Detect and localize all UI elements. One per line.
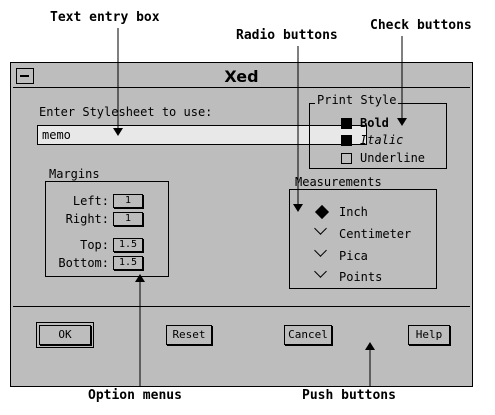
margin-right-label: Right: [65,212,109,226]
help-button[interactable]: Help [408,325,450,345]
radio-pica[interactable]: Pica [315,249,368,263]
radio-centimeter[interactable]: Centimeter [315,227,411,241]
callout-option-menus: Option menus [88,388,182,403]
margin-bottom-row: Bottom: 1.5 [49,256,143,270]
check-bold-label: Bold [360,116,389,130]
callout-push-buttons: Push buttons [302,388,396,403]
callout-radio-buttons: Radio buttons [236,28,338,43]
check-underline-label: Underline [360,151,426,165]
xed-dialog-window: Xed Enter Stylesheet to use: memo Print … [10,62,473,387]
stylesheet-value: memo [42,128,71,142]
margins-group [45,181,169,277]
margin-top-label: Top: [80,238,109,252]
callout-text-entry-box: Text entry box [50,10,160,25]
callout-check-buttons: Check buttons [370,18,472,33]
measurements-group [289,189,437,289]
margin-right-option-menu[interactable]: 1 [113,212,143,226]
margin-top-row: Top: 1.5 [49,238,143,252]
margin-left-label: Left: [72,194,109,208]
button-separator [13,306,470,307]
margins-title: Margins [47,167,102,181]
radio-selected-icon [315,205,329,219]
margin-left-option-menu[interactable]: 1 [113,194,143,208]
radio-unselected-icon [315,227,329,241]
radio-inch-label: Inch [339,205,368,219]
radio-pica-label: Pica [339,249,368,263]
check-underline[interactable]: Underline [341,151,425,165]
radio-points[interactable]: Points [315,270,382,284]
margin-top-option-menu[interactable]: 1.5 [113,238,143,252]
margin-left-row: Left: 1 [49,194,143,208]
underline-checkbox-indicator [341,152,352,164]
margin-bottom-label: Bottom: [58,256,109,270]
check-italic-label: Italic [360,133,404,147]
window-title: Xed [224,67,259,86]
ok-button[interactable]: OK [36,322,94,348]
margin-right-row: Right: 1 [49,212,143,226]
check-italic[interactable]: Italic [341,133,403,147]
radio-unselected-icon [315,249,329,263]
print-style-title: Print Style [315,93,399,107]
radio-centimeter-label: Centimeter [339,227,412,241]
check-bold[interactable]: Bold [341,116,389,130]
radio-points-label: Points [339,270,383,284]
title-bar[interactable]: Xed [13,65,470,88]
stylesheet-prompt-label: Enter Stylesheet to use: [39,105,213,119]
radio-inch[interactable]: Inch [315,205,368,219]
margin-bottom-option-menu[interactable]: 1.5 [113,256,143,270]
italic-checkbox-indicator [341,134,352,146]
measurements-title: Measurements [293,175,384,189]
reset-button[interactable]: Reset [166,325,212,345]
radio-unselected-icon [315,270,329,284]
cancel-button[interactable]: Cancel [284,325,332,345]
bold-checkbox-indicator [341,117,352,129]
window-menu-icon[interactable] [16,68,34,84]
